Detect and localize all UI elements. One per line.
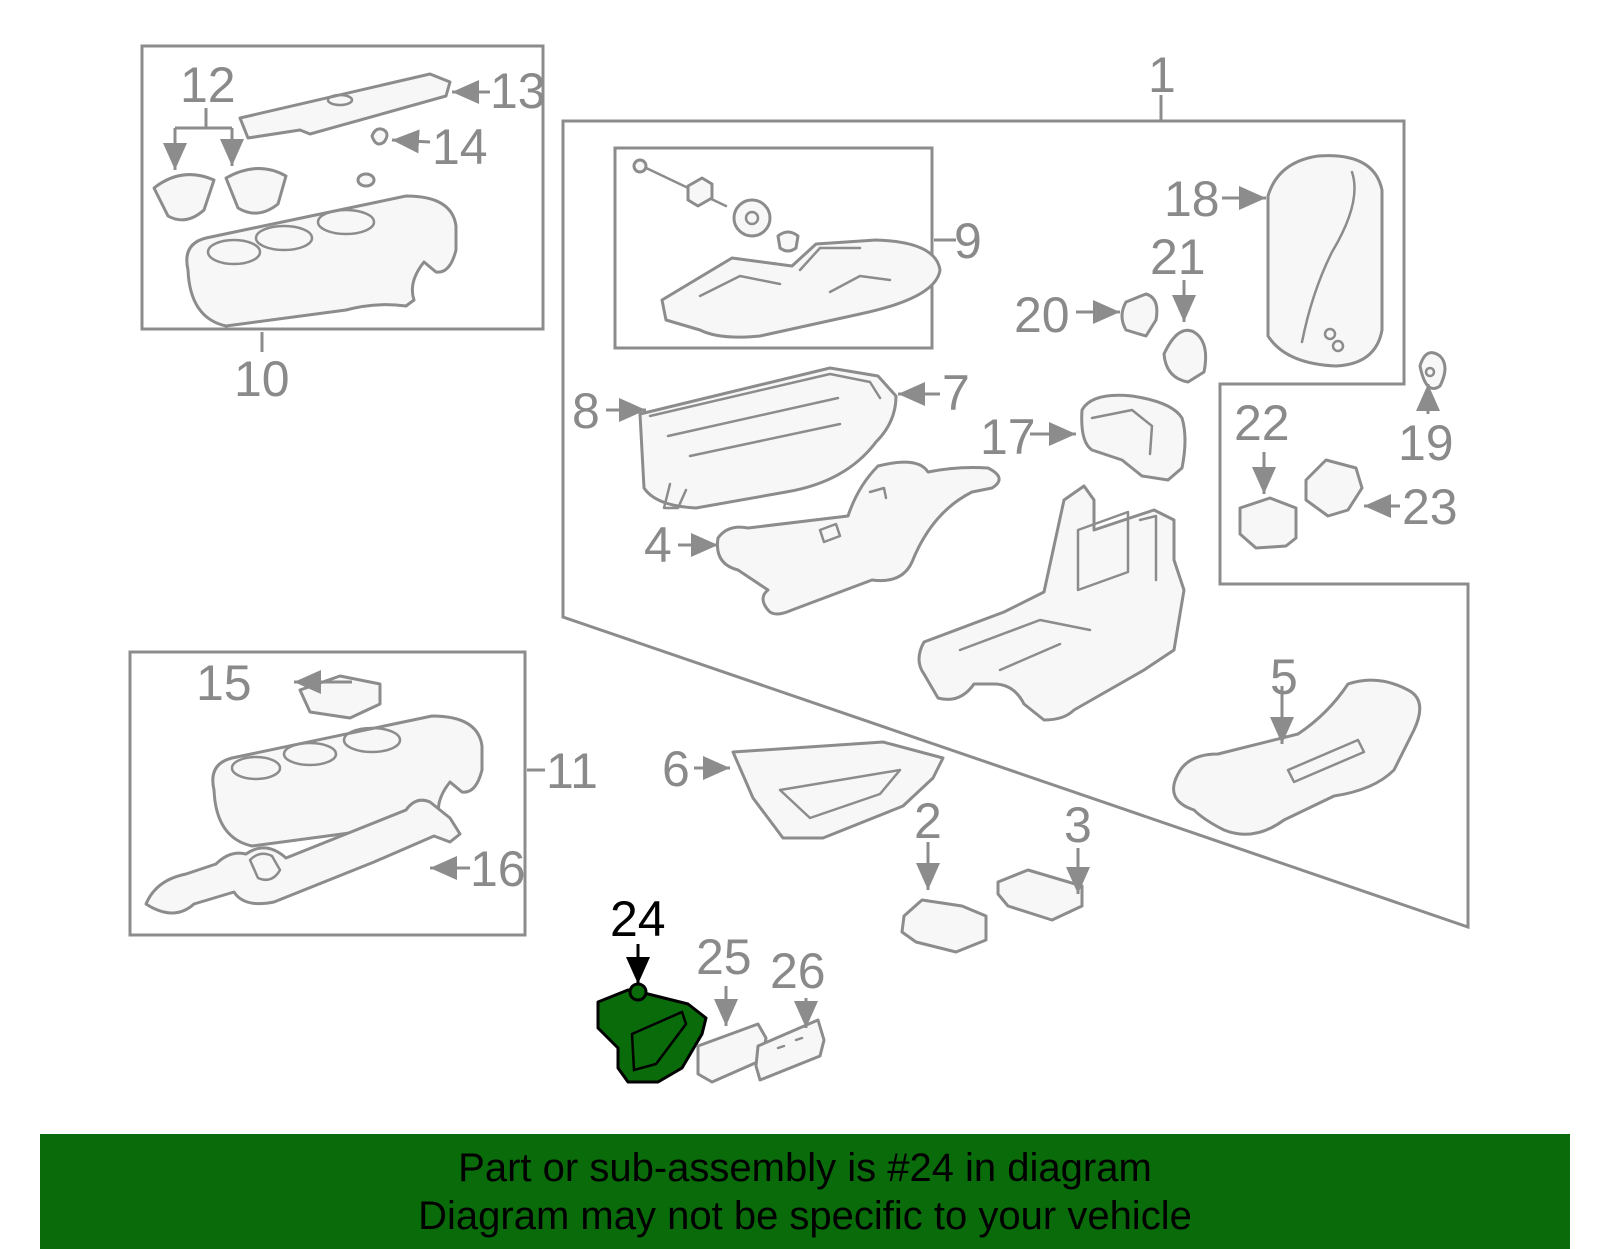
part-13-top-cover xyxy=(238,72,452,140)
part-11-cupholder-3 xyxy=(342,726,402,754)
part-9-washer xyxy=(732,198,772,238)
part-9-bolt-nut xyxy=(686,176,714,208)
banner-line-part: Part or sub-assembly is #24 in diagram xyxy=(458,1146,1152,1190)
callout-6: 6 xyxy=(662,741,690,797)
part-26-plate xyxy=(754,1018,826,1082)
part-6-opening xyxy=(778,768,902,820)
leader-lines xyxy=(163,80,1440,1028)
parts-diagram: 1 2 3 4 5 6 7 8 9 10 11 12 13 14 15 16 1… xyxy=(128,44,1470,1084)
part-small-plug xyxy=(356,172,376,188)
callout-12: 12 xyxy=(180,57,236,113)
part-5-slot xyxy=(1286,738,1366,784)
group-box-10 xyxy=(140,44,545,331)
part-10-cupholder-3 xyxy=(316,208,376,236)
callout-5: 5 xyxy=(1270,649,1298,705)
part-12-cup-right xyxy=(224,166,288,215)
part-9-bolt-head xyxy=(632,158,648,174)
part-9-grommet xyxy=(776,230,800,253)
part-17-detail xyxy=(1090,408,1154,456)
part-19-clip-hole xyxy=(1424,366,1436,378)
part-17-bracket xyxy=(1080,393,1187,482)
callout-2: 2 xyxy=(914,793,942,849)
group-box-9 xyxy=(613,146,934,350)
group-box-11 xyxy=(128,650,527,937)
callout-4: 4 xyxy=(644,517,672,573)
part-11-cupholder-1 xyxy=(230,755,282,781)
part-18-screw-a xyxy=(1323,327,1337,341)
callout-25: 25 xyxy=(696,929,752,985)
callout-18: 18 xyxy=(1164,171,1220,227)
info-banner: Part or sub-assembly is #24 in diagram D… xyxy=(40,1134,1570,1249)
part-16-connector xyxy=(248,852,282,881)
callout-13: 13 xyxy=(490,63,546,119)
part-22-insert xyxy=(1238,496,1298,550)
callout-24: 24 xyxy=(610,891,666,947)
part-center-frame xyxy=(917,484,1186,722)
callout-7: 7 xyxy=(942,365,970,421)
part-3-bracket xyxy=(996,868,1084,922)
callout-21: 21 xyxy=(1150,229,1206,285)
part-24-bezel-highlighted xyxy=(596,988,708,1084)
callout-8: 8 xyxy=(572,383,600,439)
callout-17: 17 xyxy=(980,409,1036,465)
part-2-bracket xyxy=(900,898,988,954)
callout-16: 16 xyxy=(470,841,526,897)
part-7-bin-liner xyxy=(648,372,882,458)
part-9-bracket-detail xyxy=(698,246,892,298)
banner-line-disclaimer: Diagram may not be specific to your vehi… xyxy=(418,1194,1192,1238)
callout-1: 1 xyxy=(1148,47,1176,103)
part-8-bin-mount xyxy=(662,482,688,510)
part-24-tab xyxy=(628,982,648,1002)
part-11-cupholder-2 xyxy=(282,741,338,767)
part-9-washer-hole xyxy=(744,210,760,226)
part-18-armrest-pad xyxy=(1266,154,1384,368)
callout-26: 26 xyxy=(770,943,826,999)
part-6-bezel xyxy=(731,740,945,840)
callout-9: 9 xyxy=(954,213,982,269)
part-frame-detail xyxy=(958,510,1158,672)
callout-15: 15 xyxy=(196,655,252,711)
callout-19: 19 xyxy=(1398,415,1454,471)
part-23-bracket xyxy=(1304,458,1364,518)
part-16-harness xyxy=(144,798,462,915)
part-26-holes xyxy=(776,1036,804,1050)
group-box-1 xyxy=(561,119,1470,930)
callout-20: 20 xyxy=(1014,287,1070,343)
part-10-cupholder-1 xyxy=(206,238,262,266)
part-13-hole xyxy=(326,93,354,107)
callout-23: 23 xyxy=(1402,479,1458,535)
part-18-seam xyxy=(1300,170,1356,344)
callout-22: 22 xyxy=(1234,395,1290,451)
callout-10: 10 xyxy=(234,351,290,407)
part-20-latch xyxy=(1120,292,1159,338)
part-14-clip xyxy=(370,127,389,146)
callout-11: 11 xyxy=(546,743,598,799)
part-10-console-lid xyxy=(185,194,458,328)
part-4-detail xyxy=(818,486,888,544)
part-10-cupholder-2 xyxy=(254,224,314,252)
part-4-side-panel xyxy=(715,460,1001,616)
part-12-cup-left xyxy=(152,173,216,222)
part-9-bracket xyxy=(660,238,942,339)
part-21-button xyxy=(1162,328,1208,384)
part-5-side-panel xyxy=(1172,678,1422,836)
part-24-bezel-opening xyxy=(630,1010,688,1072)
callout-3: 3 xyxy=(1064,797,1092,853)
part-18-screw-b xyxy=(1331,339,1345,353)
callout-14: 14 xyxy=(432,119,488,175)
